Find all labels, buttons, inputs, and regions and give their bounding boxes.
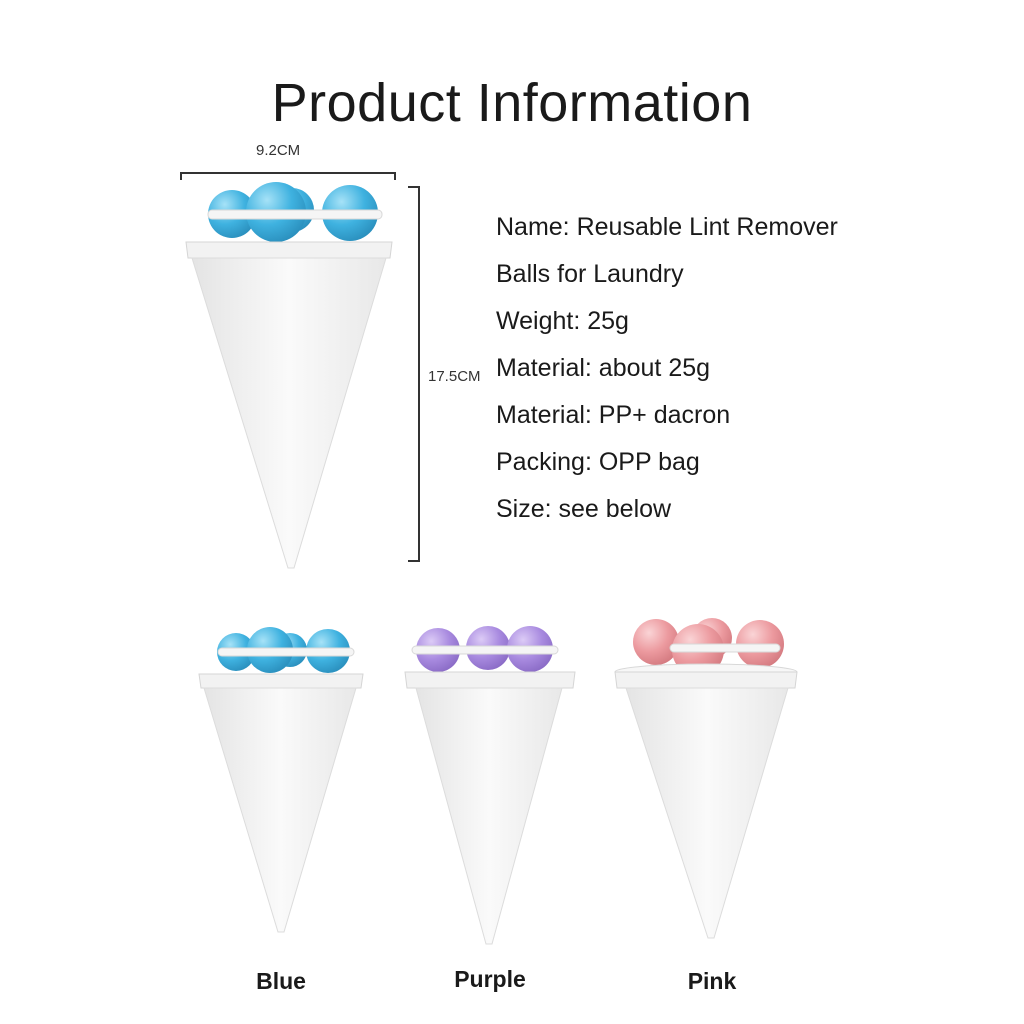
spec-size: Size: see below <box>496 495 672 523</box>
variant-purple-image <box>404 626 576 945</box>
height-dimension-tick-bottom <box>408 560 420 562</box>
width-dimension-line <box>180 172 396 174</box>
page-title: Product Information <box>271 73 753 134</box>
mesh-cone <box>191 257 387 569</box>
variant-label-purple: Purple <box>454 966 526 992</box>
width-dimension-label: 9.2CM <box>256 142 301 159</box>
variant-label-pink: Pink <box>687 968 737 994</box>
spec-weight: Weight: 25g <box>496 307 629 335</box>
height-dimension-label: 17.5CM <box>428 368 481 385</box>
funnel-rim <box>185 241 393 259</box>
spec-material-weight: Material: about 25g <box>496 354 711 382</box>
height-dimension-tick-top <box>408 186 420 188</box>
variant-blue-image <box>198 627 364 933</box>
spec-name-cont: Balls for Laundry <box>496 260 684 288</box>
main-product-image <box>185 182 393 569</box>
lint-balls <box>207 182 383 242</box>
spec-packing: Packing: OPP bag <box>496 448 700 476</box>
variant-pink-image <box>614 618 798 939</box>
spec-list: Name: Reusable Lint Remover Balls for La… <box>496 204 838 533</box>
spec-material: Material: PP+ dacron <box>496 401 731 429</box>
spec-name: Name: Reusable Lint Remover <box>496 213 838 241</box>
variant-label-blue: Blue <box>256 968 306 994</box>
width-dimension-tick-right <box>394 172 396 180</box>
width-dimension-tick-left <box>180 172 182 180</box>
height-dimension-line <box>418 186 420 562</box>
